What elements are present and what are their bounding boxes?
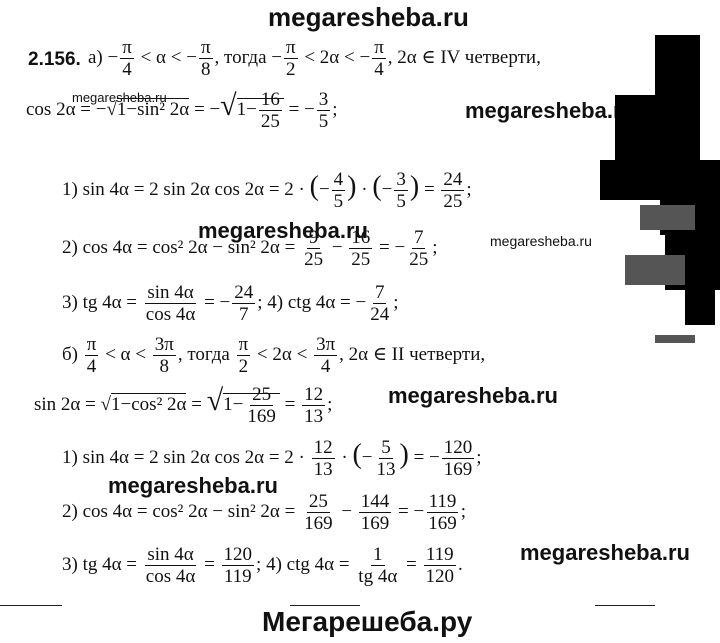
divider-center	[290, 605, 360, 606]
scan-artifact-7	[625, 255, 685, 285]
scan-artifact-5	[640, 205, 695, 230]
watermark-top: megaresheba.ru	[268, 2, 469, 32]
watermark-tiny-right: megaresheba.ru	[490, 233, 592, 249]
scan-artifact-9	[655, 335, 695, 343]
divider-left	[0, 605, 62, 606]
scan-artifact-8	[685, 285, 715, 325]
watermark-left-lower: megaresheba.ru	[108, 473, 278, 498]
watermark-left-mid: megaresheba.ru	[198, 218, 368, 243]
divider-right	[595, 605, 655, 606]
watermark-mid-right: megaresheba.ru	[465, 98, 635, 123]
watermark-bottom-right: megaresheba.ru	[520, 540, 690, 565]
watermark-small: megaresheba.ru	[72, 90, 167, 105]
watermark-center: megaresheba.ru	[388, 383, 558, 408]
watermark-footer: Мегарешеба.ру	[262, 606, 473, 637]
problem-number: 2.156.	[28, 49, 81, 70]
scan-artifact-1	[655, 35, 700, 165]
